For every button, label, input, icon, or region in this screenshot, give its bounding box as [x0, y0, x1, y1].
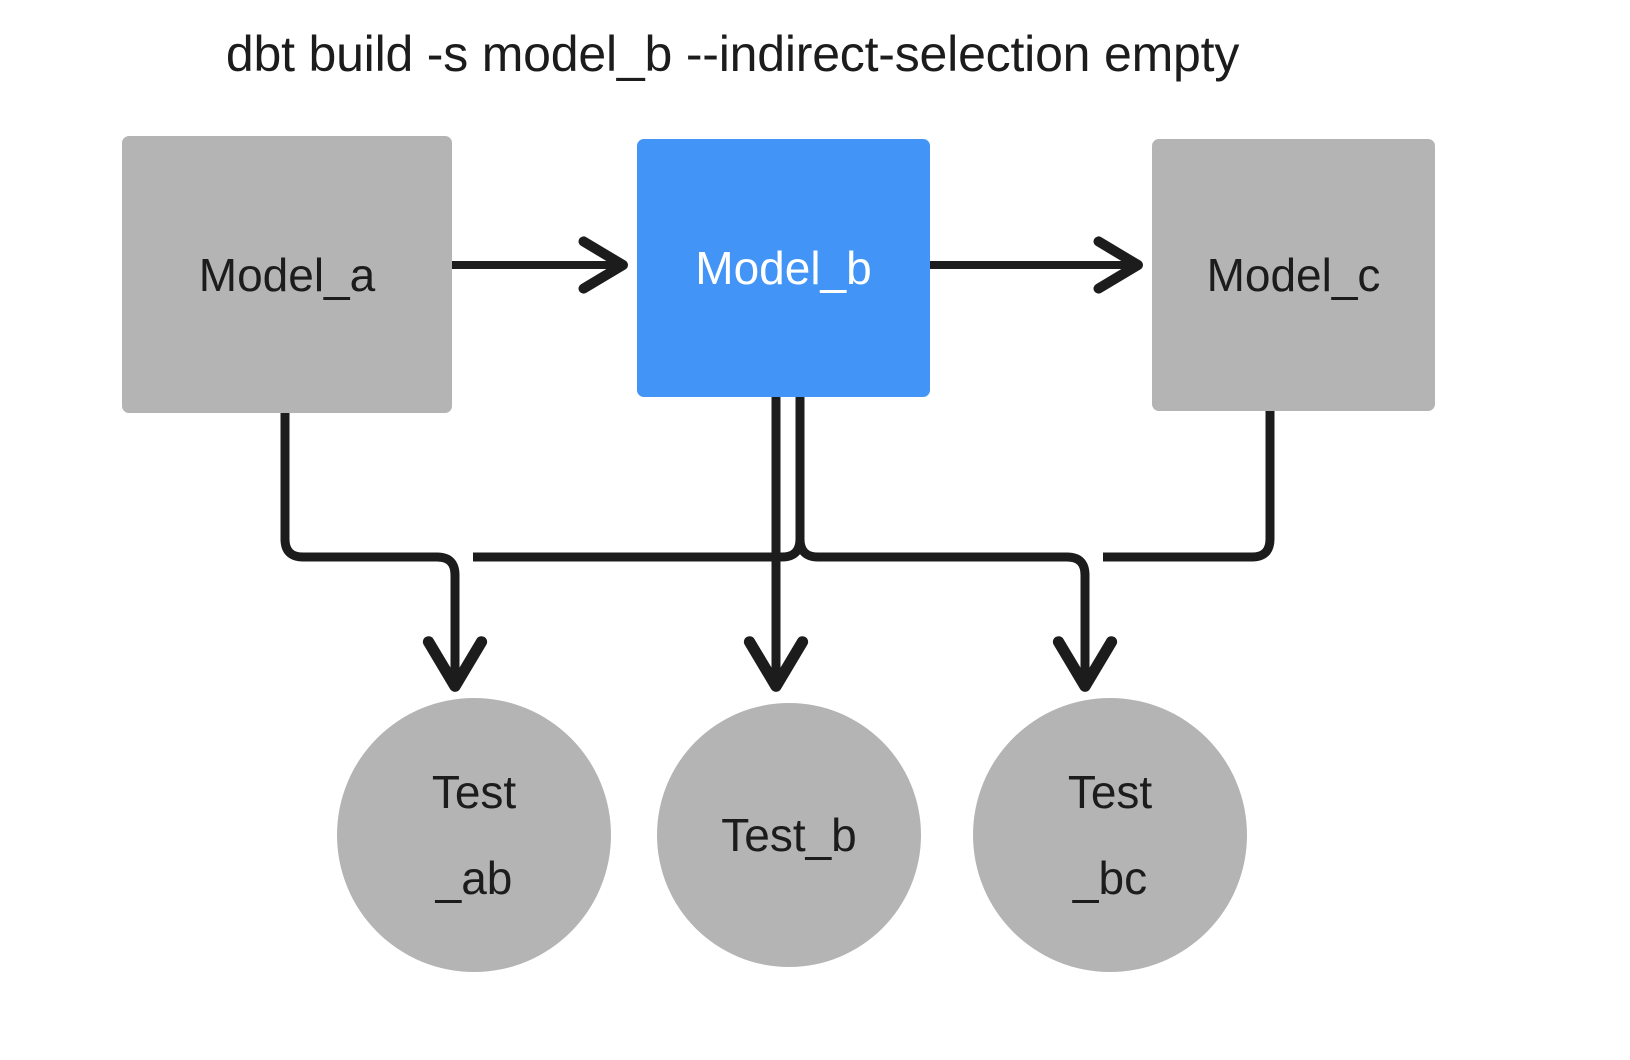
- model-c-label: Model_c: [1206, 249, 1381, 301]
- test-node-test-ab[interactable]: Test _ab: [337, 698, 611, 972]
- test-bc-label-line-1: Test: [1067, 766, 1153, 818]
- model-a-label: Model_a: [198, 248, 376, 301]
- model-b-label: Model_b: [695, 242, 872, 294]
- model-node-model-a[interactable]: Model_a: [122, 136, 452, 413]
- edge-model-c-to-test-bc: [1103, 411, 1275, 562]
- edge-model-b-to-test-ab: [473, 397, 805, 562]
- diagram-title: dbt build -s model_b --indirect-selectio…: [225, 26, 1240, 82]
- model-node-model-b[interactable]: Model_b: [637, 139, 930, 397]
- edge-model-b-to-test-bc: [795, 538, 1118, 692]
- test-ab-label-line-1: Test: [431, 766, 517, 818]
- edge-model-a-to-test-ab: [280, 413, 488, 692]
- test-node-test-b[interactable]: Test_b: [657, 703, 921, 967]
- model-node-model-c[interactable]: Model_c: [1152, 139, 1435, 411]
- test-ab-label-line-2: _ab: [435, 852, 513, 904]
- test-node-test-bc[interactable]: Test _bc: [973, 698, 1247, 972]
- test-bc-label-line-2: _bc: [1072, 852, 1148, 904]
- test-b-label-line-1: Test_b: [721, 809, 857, 861]
